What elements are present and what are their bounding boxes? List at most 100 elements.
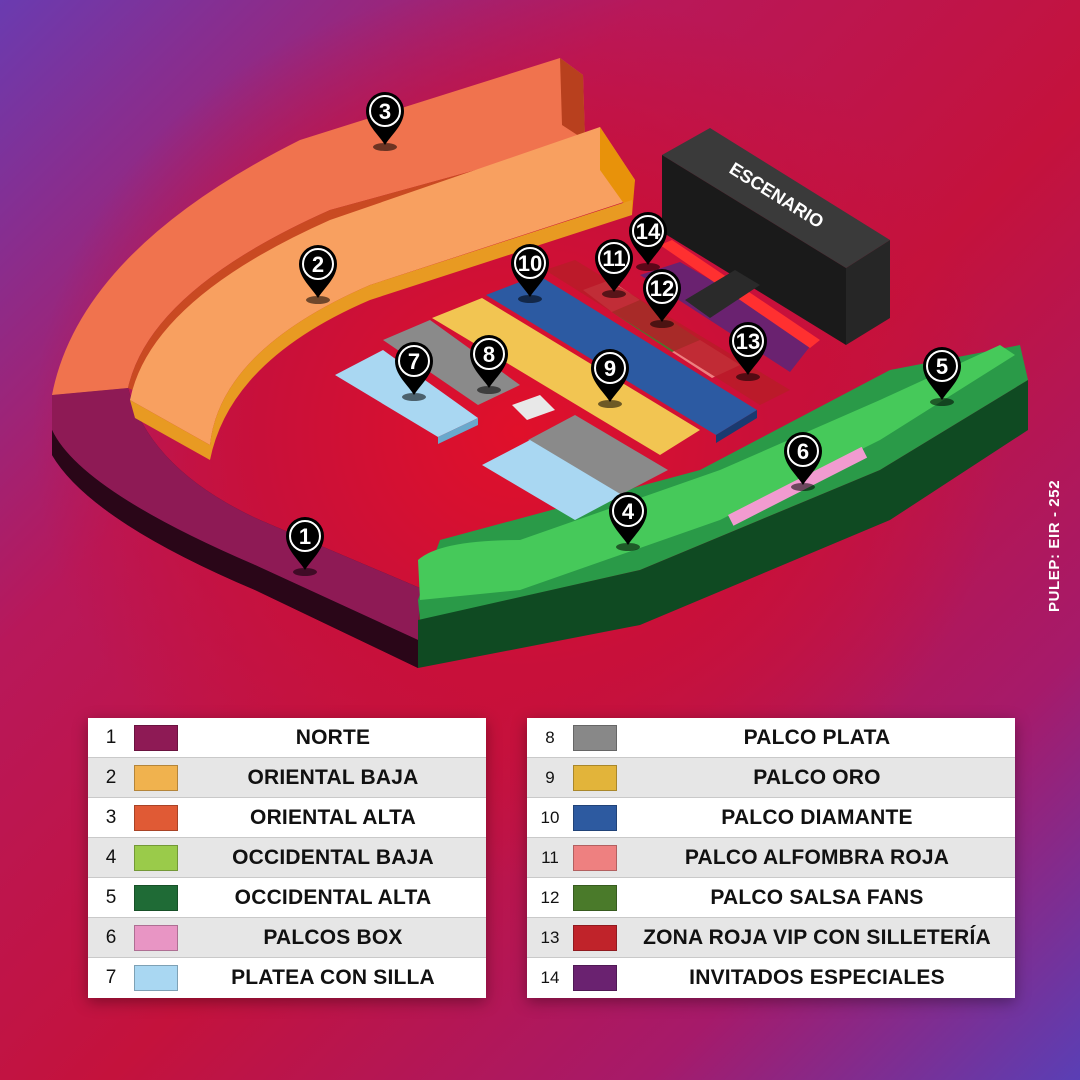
legend-number: 7 [105,967,117,988]
legend-row: 1 NORTE [88,718,486,758]
pin-zone-5[interactable]: 5 [923,347,961,406]
legend-label: PALCO ALFOMBRA ROJA [684,845,950,869]
pin-zone-6[interactable]: 6 [784,432,822,491]
legend-swatch [134,884,178,911]
legend-swatch [573,924,617,951]
legend-number: 11 [541,847,559,867]
legend-row: 11 PALCO ALFOMBRA ROJA [527,838,1015,878]
legend-row: 4 OCCIDENTAL BAJA [88,838,486,878]
legend-row: 2 ORIENTAL BAJA [88,758,486,798]
zone-palco-plata-right[interactable] [528,415,668,495]
pin-number: 2 [312,252,324,277]
legend-number: 9 [545,767,555,787]
legend-swatch [134,924,178,951]
legend-label: INVITADOS ESPECIALES [689,966,945,989]
legend-right: 8 PALCO PLATA 9 PALCO ORO 10 PALCO DIAMANTE 11… [527,718,1015,998]
pin-number: 8 [483,342,495,367]
legend-label: OCCIDENTAL ALTA [234,885,432,909]
legend-row: 13 ZONA ROJA VIP CON SILLETERÍA [527,918,1015,958]
legend-swatch [134,804,178,831]
pin-zone-14[interactable]: 14 [629,212,667,271]
legend-row: 5 OCCIDENTAL ALTA [88,878,486,918]
pin-zone-3[interactable]: 3 [366,92,404,151]
pin-number: 11 [602,246,625,271]
pin-zone-11[interactable]: 11 [594,238,633,298]
legend-swatch [573,724,617,751]
zone-palco-oro[interactable] [432,298,700,455]
legend-row: 12 PALCO SALSA FANS [527,878,1015,918]
pin-zone-1[interactable]: 1 [286,517,324,576]
legend-label: ORIENTAL ALTA [250,805,416,829]
pin-number: 3 [379,99,391,124]
pin-number: 12 [650,276,674,301]
zone-oriental-alta[interactable] [52,58,585,395]
pin-zone-13[interactable]: 13 [729,322,767,381]
legend-label: ORIENTAL BAJA [247,765,419,789]
legend-number: 4 [105,846,117,868]
zone-platea-right[interactable] [482,440,622,520]
legend-swatch [134,764,178,791]
legend-swatch [573,804,617,831]
zone-oriental-baja[interactable] [130,127,635,460]
legend-number: 5 [105,886,117,908]
legend-number: 10 [540,807,560,827]
legend-number: 12 [540,887,560,907]
pin-number: 10 [518,251,542,276]
legend-number: 2 [105,766,117,788]
pin-zone-8[interactable]: 8 [470,335,508,394]
zone-palco-plata-left[interactable] [383,320,520,405]
zone-norte[interactable] [52,388,420,668]
legend-label: PALCO PLATA [743,725,891,749]
legend-row: 6 PALCOS BOX [88,918,486,958]
legend-row: 3 ORIENTAL ALTA [88,798,486,838]
pin-number: 5 [936,354,948,379]
legend-label: PALCO DIAMANTE [721,805,913,829]
legend-row: 7 PLATEA CON SILLA [88,958,486,998]
legend-number: 6 [105,926,117,948]
pin-number: 7 [408,349,420,374]
legend-number: 13 [540,927,560,947]
legend-label: NORTE [295,725,371,749]
legend-swatch [573,884,617,911]
pin-number: 9 [604,356,616,381]
pin-number: 6 [797,439,809,464]
legend-swatch [134,844,178,871]
legend-row: 10 PALCO DIAMANTE [527,798,1015,838]
legend-swatch [134,724,178,751]
pin-zone-4[interactable]: 4 [609,492,647,551]
floor [335,240,820,520]
pin-zone-7[interactable]: 7 [395,342,433,401]
legend-label: OCCIDENTAL BAJA [232,845,434,869]
legend-label: ZONA ROJA VIP CON SILLETERÍA [643,925,991,949]
pin-number: 13 [736,329,760,354]
legend-number: 3 [105,806,117,828]
pin-number: 4 [622,499,635,524]
legend-label: PALCO ORO [753,765,881,789]
legend-swatch [573,764,617,791]
pin-number: 14 [636,219,661,244]
zone-occidental-baja[interactable] [418,345,1015,600]
legend-swatch [573,965,617,991]
legend-row: 8 PALCO PLATA [527,718,1015,758]
pin-zone-12[interactable]: 12 [643,269,681,328]
zone-invitados[interactable] [640,262,815,372]
pin-number: 1 [299,524,311,549]
pin-zone-10[interactable]: 10 [511,244,549,303]
legend-number: 14 [540,968,560,987]
legend-row: 9 PALCO ORO [527,758,1015,798]
legend-row: 14 INVITADOS ESPECIALES [527,958,1015,998]
legend-label: PLATEA CON SILLA [231,966,435,989]
legend-swatch [573,844,617,871]
legend-label: PALCOS BOX [263,925,403,949]
zone-platea-con-silla[interactable] [335,350,478,437]
legend-number: 1 [105,726,117,748]
pin-zone-2[interactable]: 2 [299,245,337,304]
pulep-code: PULEP: EIR - 252 [1046,479,1063,612]
pin-zone-9[interactable]: 9 [591,349,629,408]
legend-label: PALCO SALSA FANS [710,885,924,909]
legend-swatch [134,965,178,991]
legend-number: 8 [545,727,555,747]
